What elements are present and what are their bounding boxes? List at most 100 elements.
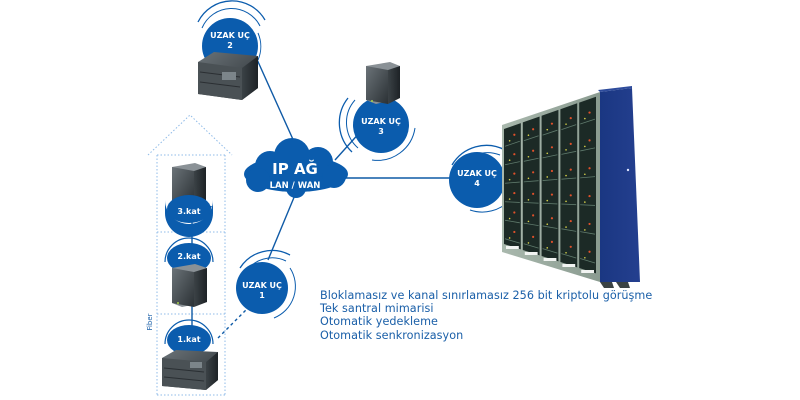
status-led-icon (527, 242, 530, 244)
status-led-icon (588, 139, 591, 142)
orbit-arc (273, 267, 296, 319)
rack-shelf (504, 201, 520, 203)
status-led-icon (569, 168, 572, 171)
rack-shelf (580, 118, 596, 125)
building-roof (147, 114, 233, 156)
tower-server-icon (366, 62, 400, 104)
link-1kat-uzak-uc-1 (217, 309, 247, 339)
status-led-icon (532, 192, 535, 195)
feature-item: Otomatik senkronizasyon (320, 328, 464, 342)
status-led-icon (588, 222, 591, 226)
status-led-icon (508, 159, 511, 162)
status-led-icon (569, 219, 572, 223)
node-number: 3 (378, 127, 384, 136)
floor-1kat: 1.kat (162, 319, 218, 390)
orbit-arc (345, 99, 359, 149)
status-led-icon (550, 169, 554, 173)
orbit-arc (197, 0, 266, 23)
status-led-icon (588, 250, 591, 253)
status-led-icon (584, 117, 586, 120)
rack-shelf (523, 243, 539, 249)
floor-badge (167, 195, 211, 223)
rack-shelf (561, 203, 577, 206)
status-led-icon (565, 174, 567, 177)
rack-shelf (504, 181, 520, 184)
floor-badge (167, 325, 211, 355)
rack-shelf (523, 157, 539, 162)
rack-foot (506, 246, 519, 249)
cloud-icon (244, 138, 348, 198)
status-led-icon (550, 146, 554, 149)
status-led-icon (513, 153, 516, 156)
server-chassis-icon (162, 350, 218, 390)
node-circle (449, 152, 505, 208)
status-led-icon (550, 217, 554, 220)
status-led-icon (527, 155, 530, 158)
status-led-icon (584, 229, 586, 231)
status-led-icon (532, 149, 535, 152)
node-label: UZAK UÇ (457, 169, 497, 178)
status-led-icon (584, 173, 586, 176)
status-led-icon (546, 152, 549, 155)
feature-item: Bloklamasız ve kanal sınırlamasız 256 bi… (320, 289, 653, 302)
rack-shelf (523, 135, 539, 142)
status-led-icon (588, 167, 591, 170)
status-led-icon (565, 149, 567, 151)
status-led-icon (565, 123, 567, 125)
floor-label: 1.kat (177, 335, 200, 344)
remote-node-uzak-uc-2: UZAK UÇ 2 (197, 0, 266, 100)
status-led-icon (513, 230, 516, 234)
rack-shelf (542, 129, 558, 136)
feature-item: Otomatik yedekleme (320, 315, 438, 329)
rack-column (522, 116, 540, 256)
status-led-icon (513, 133, 516, 136)
central-cabinet-rack (502, 86, 640, 288)
rack-shelf (542, 154, 558, 159)
status-led-icon (550, 122, 554, 125)
node-circle (236, 262, 288, 314)
rack-shelf (523, 222, 539, 227)
status-led-icon (565, 200, 567, 203)
feature-item: Tek santral mimarisi (320, 302, 434, 316)
rack-foot (581, 270, 594, 273)
floor-label: 3.kat (177, 207, 200, 216)
status-led-icon (508, 217, 511, 220)
rack-column (579, 96, 596, 274)
status-led-icon (565, 252, 567, 254)
rack-column (560, 103, 578, 268)
floor-badge (167, 243, 211, 273)
floor-2kat: 2.kat (164, 237, 214, 307)
status-led-icon (508, 139, 511, 142)
orbit-arc (371, 127, 416, 161)
status-led-icon (550, 193, 554, 196)
status-led-icon (588, 194, 591, 198)
rack-shelf (504, 238, 520, 244)
node-label: UZAK UÇ (210, 31, 250, 40)
status-led-icon (565, 226, 567, 228)
status-led-icon (584, 145, 586, 148)
status-led-icon (513, 211, 516, 214)
status-led-icon (569, 194, 572, 197)
server-chassis-icon (198, 52, 258, 100)
node-label: UZAK UÇ (361, 117, 401, 126)
rack-shelf (504, 219, 520, 224)
building-outline (147, 114, 233, 396)
status-led-icon (550, 240, 554, 243)
rack-shelf (580, 147, 596, 152)
hub-title: IP AĞ (272, 159, 318, 178)
node-number: 1 (259, 291, 265, 300)
orbit-arc (201, 8, 261, 29)
rack-shelf (542, 202, 558, 205)
cabinet-side-panel (600, 88, 640, 282)
rack-foot (562, 264, 576, 267)
ip-network-cloud: IP AĞ LAN / WAN (244, 138, 348, 198)
rack-shelf (580, 258, 596, 264)
rack-shelf (542, 178, 558, 181)
orbit-arc (257, 32, 262, 61)
node-label: UZAK UÇ (242, 281, 282, 290)
status-led-icon (546, 176, 549, 178)
status-led-icon (532, 171, 535, 174)
rack-shelf (504, 140, 520, 147)
status-led-icon (527, 134, 530, 137)
